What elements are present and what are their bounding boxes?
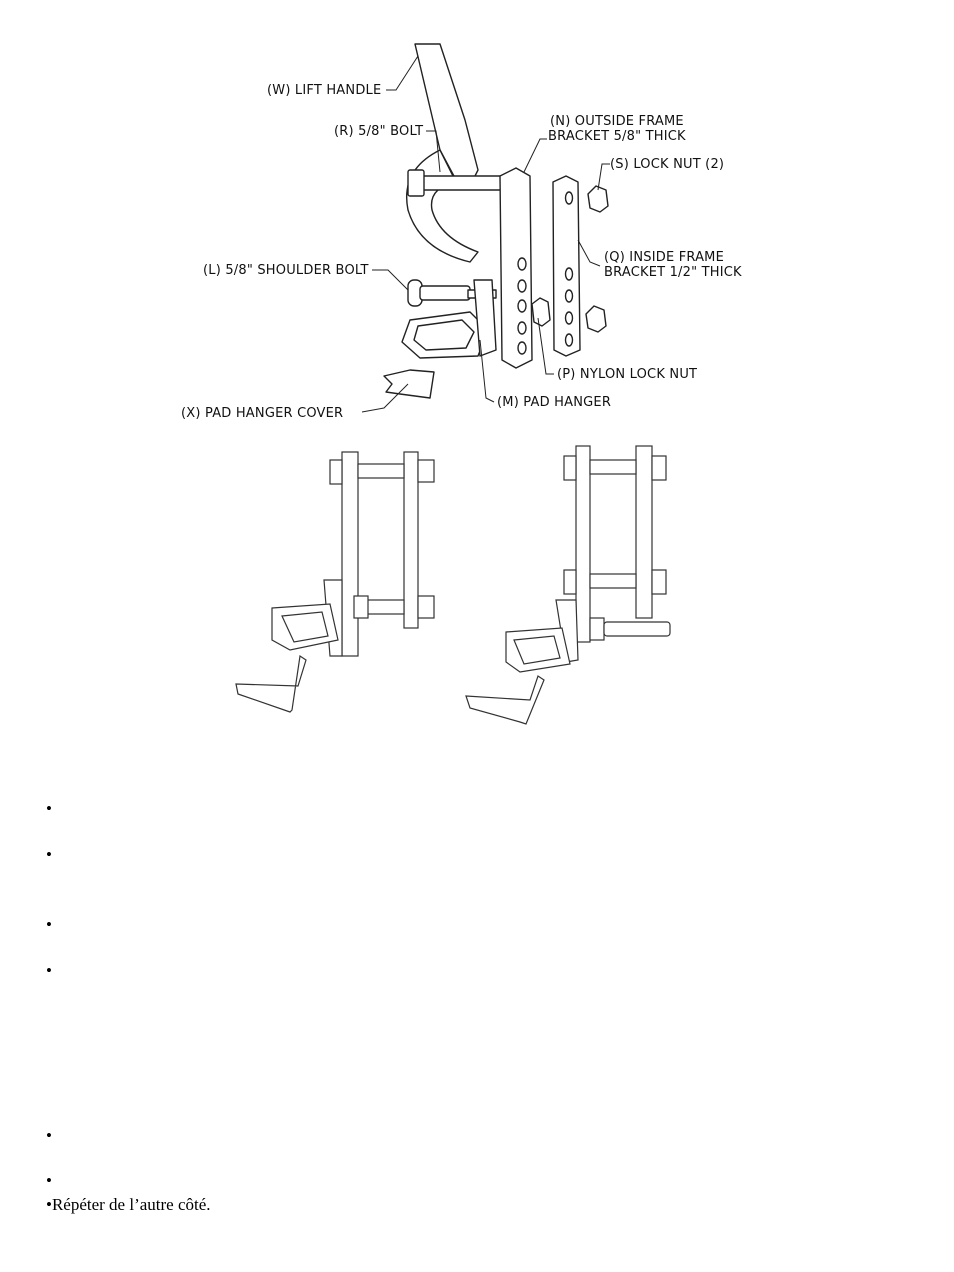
inside-frame-bracket-part [552,175,581,357]
outside-frame-bracket-part [499,167,533,369]
callout-outside-bracket-line2: BRACKET 5/8" THICK [548,129,686,144]
list-item: • [46,1171,52,1190]
nylon-lock-nut-part [531,297,551,327]
pad-hanger-cover-part [383,369,435,399]
callout-pad-hanger-cover: (X) PAD HANGER COVER [181,406,343,421]
lift-handle-part [406,43,479,263]
callout-bolt: (R) 5/8" BOLT [334,124,423,139]
callout-lock-nut: (S) LOCK NUT (2) [610,157,724,172]
exploded-assembly-drawing: (W) LIFT HANDLE (R) 5/8" BOLT (N) OUTSID… [181,43,742,725]
callout-nylon-lock-nut: (P) NYLON LOCK NUT [557,367,697,382]
lock-nut-parts [585,185,609,333]
instruction-text: •Répéter de l’autre côté. [46,1195,211,1214]
assembly-figure: (W) LIFT HANDLE (R) 5/8" BOLT (N) OUTSID… [181,43,742,725]
callout-leader-lines [361,55,610,413]
callout-outside-bracket-line1: (N) OUTSIDE FRAME [550,114,684,129]
list-item: • [46,845,52,864]
pad-hanger-part [401,279,497,359]
callout-pad-hanger: (M) PAD HANGER [497,395,611,410]
list-item: • [46,961,52,980]
list-item: • [46,915,52,934]
callout-inside-bracket-line1: (Q) INSIDE FRAME [604,250,724,265]
callout-lift-handle: (W) LIFT HANDLE [267,83,381,98]
callout-shoulder-bolt: (L) 5/8" SHOULDER BOLT [203,263,369,278]
list-item: • [46,1126,52,1145]
callout-inside-bracket-line2: BRACKET 1/2" THICK [604,265,742,280]
assembled-view-left [235,451,435,713]
list-item: • [46,799,52,818]
assembled-view-right [465,445,671,725]
